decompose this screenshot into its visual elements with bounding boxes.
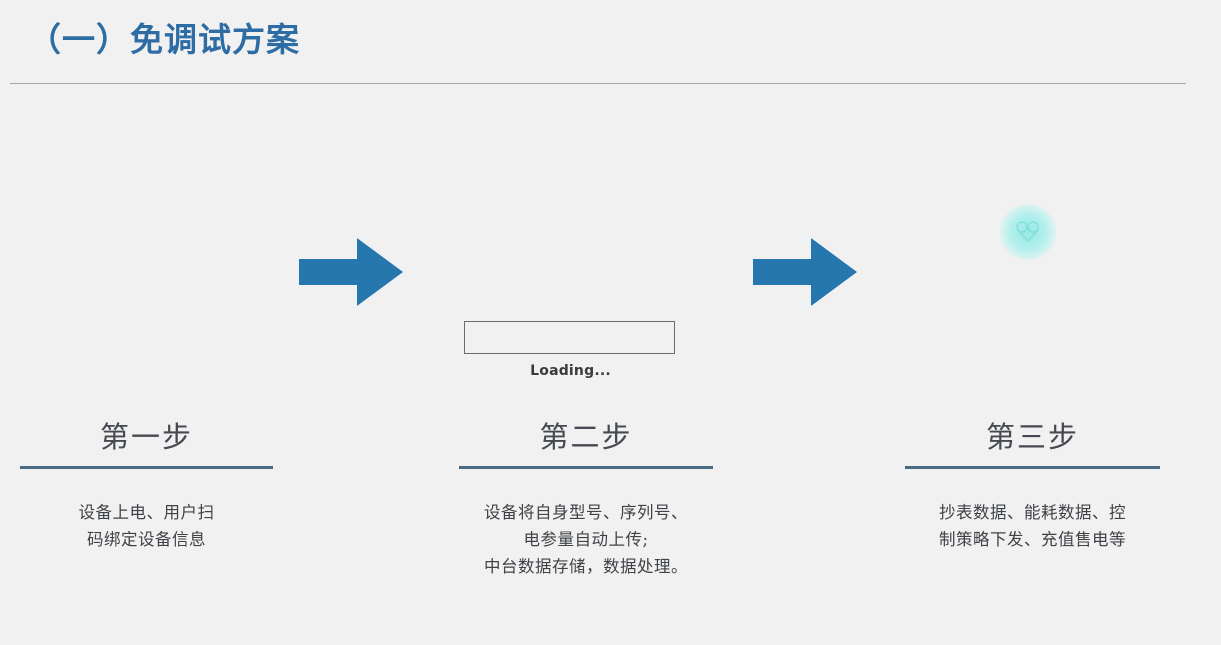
step-description-line: 设备上电、用户扫 (78, 503, 215, 522)
arrow-right-icon-2 (753, 238, 857, 306)
step-underline-2 (459, 466, 713, 469)
arrow-right-icon-1 (299, 238, 403, 306)
step-title-3: 第三步 (985, 420, 1079, 454)
step-description-line: 制策略下发、充值售电等 (939, 530, 1126, 549)
page-title: （一）免调试方案 (28, 20, 300, 59)
steps-row: 第一步 设备上电、用户扫 码绑定设备信息 第二步 设备将自身型号、序列号、 电参… (0, 415, 1221, 615)
step-description-3: 抄表数据、能耗数据、控 制策略下发、充值售电等 (905, 499, 1160, 553)
loading-frame (464, 321, 675, 354)
step-underline-3 (905, 466, 1160, 469)
cloud-share-glow-icon (1000, 204, 1056, 260)
step-card-2: 第二步 设备将自身型号、序列号、 电参量自动上传; 中台数据存储，数据处理。 (459, 415, 713, 580)
glow-halo (1000, 204, 1056, 260)
header-divider (10, 83, 1186, 84)
image-loading-placeholder: Loading... (464, 321, 677, 379)
step-title-1: 第一步 (99, 420, 193, 454)
step-card-3: 第三步 抄表数据、能耗数据、控 制策略下发、充值售电等 (905, 415, 1160, 553)
slide-header: （一）免调试方案 (0, 0, 1221, 86)
step-title-2: 第二步 (539, 420, 633, 454)
step-description-line: 电参量自动上传; (523, 530, 649, 549)
step-description-2: 设备将自身型号、序列号、 电参量自动上传; 中台数据存储，数据处理。 (459, 499, 713, 580)
step-description-line: 码绑定设备信息 (87, 530, 206, 549)
step-description-line: 抄表数据、能耗数据、控 (939, 503, 1126, 522)
step-description-line: 中台数据存储，数据处理。 (484, 557, 688, 576)
step-card-1: 第一步 设备上电、用户扫 码绑定设备信息 (20, 415, 273, 553)
share-nodes-icon (1016, 221, 1039, 243)
step-description-1: 设备上电、用户扫 码绑定设备信息 (20, 499, 273, 553)
step-underline-1 (20, 466, 273, 469)
loading-label: Loading... (530, 363, 611, 379)
step-description-line: 设备将自身型号、序列号、 (484, 503, 688, 522)
